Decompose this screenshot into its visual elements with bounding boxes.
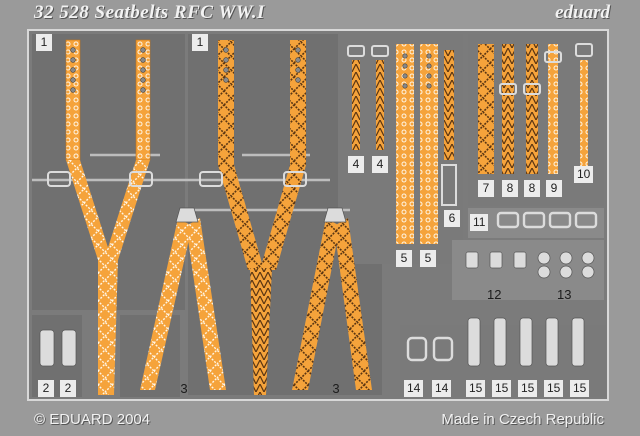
part-number-label: 15 [492, 380, 512, 397]
part-number-label: 14 [404, 380, 424, 397]
part-number-label: 9 [546, 180, 562, 197]
part-number-label: 8 [502, 180, 518, 197]
part-number-label: 2 [60, 380, 76, 397]
part-number-label: 5 [420, 250, 436, 267]
part-number-label: 15 [544, 380, 564, 397]
buckles-part-11 [496, 211, 598, 229]
part-number-label: 4 [348, 156, 364, 173]
belt-part-3-right [292, 207, 372, 390]
fittings-part-13 [537, 251, 595, 279]
belt-part-5 [396, 44, 438, 244]
buckles-part-14 [406, 336, 454, 362]
part-number-label: 5 [396, 250, 412, 267]
belt-part-7-9 [478, 44, 562, 174]
brand-logo-text: eduard [555, 2, 610, 23]
part-number-label: 10 [574, 166, 594, 183]
part-number-label: 11 [470, 214, 489, 231]
part-number-label: 15 [466, 380, 486, 397]
part-number-label: 8 [524, 180, 540, 197]
belt-part-4 [347, 45, 389, 150]
belt-part-1-right [199, 40, 307, 395]
part-number-label: 14 [432, 380, 452, 397]
belt-part-2 [39, 329, 77, 367]
part-number-label: 3 [180, 381, 188, 396]
fittings-part-12 [465, 251, 527, 269]
part-number-label: 3 [332, 381, 340, 396]
part-number-label: 12 [487, 287, 502, 302]
origin-text: Made in Czech Republic [441, 411, 604, 428]
part-number-label: 15 [518, 380, 538, 397]
part-number-label: 1 [192, 34, 208, 51]
part-number-label: 6 [444, 210, 460, 227]
fret-title: 32 528 Seatbelts RFC WW.I [34, 2, 265, 23]
belt-part-3-left [140, 207, 226, 390]
copyright-text: © EDUARD 2004 [34, 411, 151, 428]
belt-part-10 [575, 43, 593, 170]
part-number-label: 7 [478, 180, 494, 197]
part-number-label: 15 [570, 380, 590, 397]
part-number-label: 2 [38, 380, 54, 397]
part-number-label: 1 [36, 34, 52, 51]
part-number-label: 13 [557, 287, 572, 302]
belt-part-6 [441, 50, 457, 206]
part-number-label: 4 [372, 156, 388, 173]
fittings-part-15 [467, 317, 585, 367]
belt-part-1-left [47, 39, 153, 395]
